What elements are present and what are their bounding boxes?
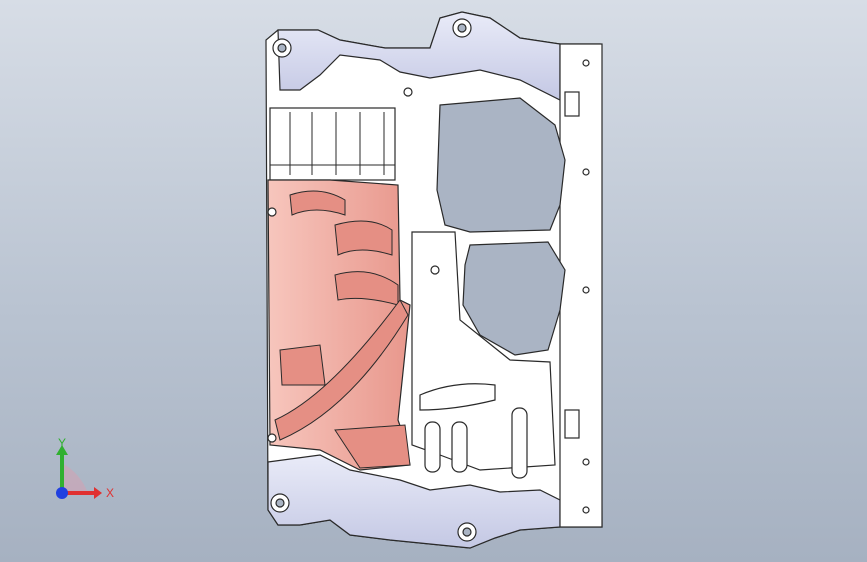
x-axis-arrow — [94, 487, 102, 499]
axis-triad: Y X — [56, 436, 114, 500]
highlight-features — [274, 190, 411, 469]
right-flange — [559, 43, 603, 528]
x-axis-label: X — [106, 486, 114, 500]
y-axis-arrow — [56, 445, 68, 455]
rib-pocket — [269, 107, 396, 181]
rib-lines — [270, 112, 395, 175]
bottom-surface — [267, 454, 561, 549]
y-axis-label: Y — [58, 436, 66, 450]
lower-window — [462, 241, 566, 356]
part-model[interactable] — [265, 11, 603, 549]
triad-plane — [62, 463, 88, 493]
flange-tab-bottom — [564, 409, 580, 439]
z-axis-dot — [56, 487, 68, 499]
bolt-holes — [267, 18, 590, 542]
flange-tab-top — [564, 91, 580, 117]
upper-window — [436, 97, 566, 233]
slot-cutouts — [419, 383, 528, 479]
